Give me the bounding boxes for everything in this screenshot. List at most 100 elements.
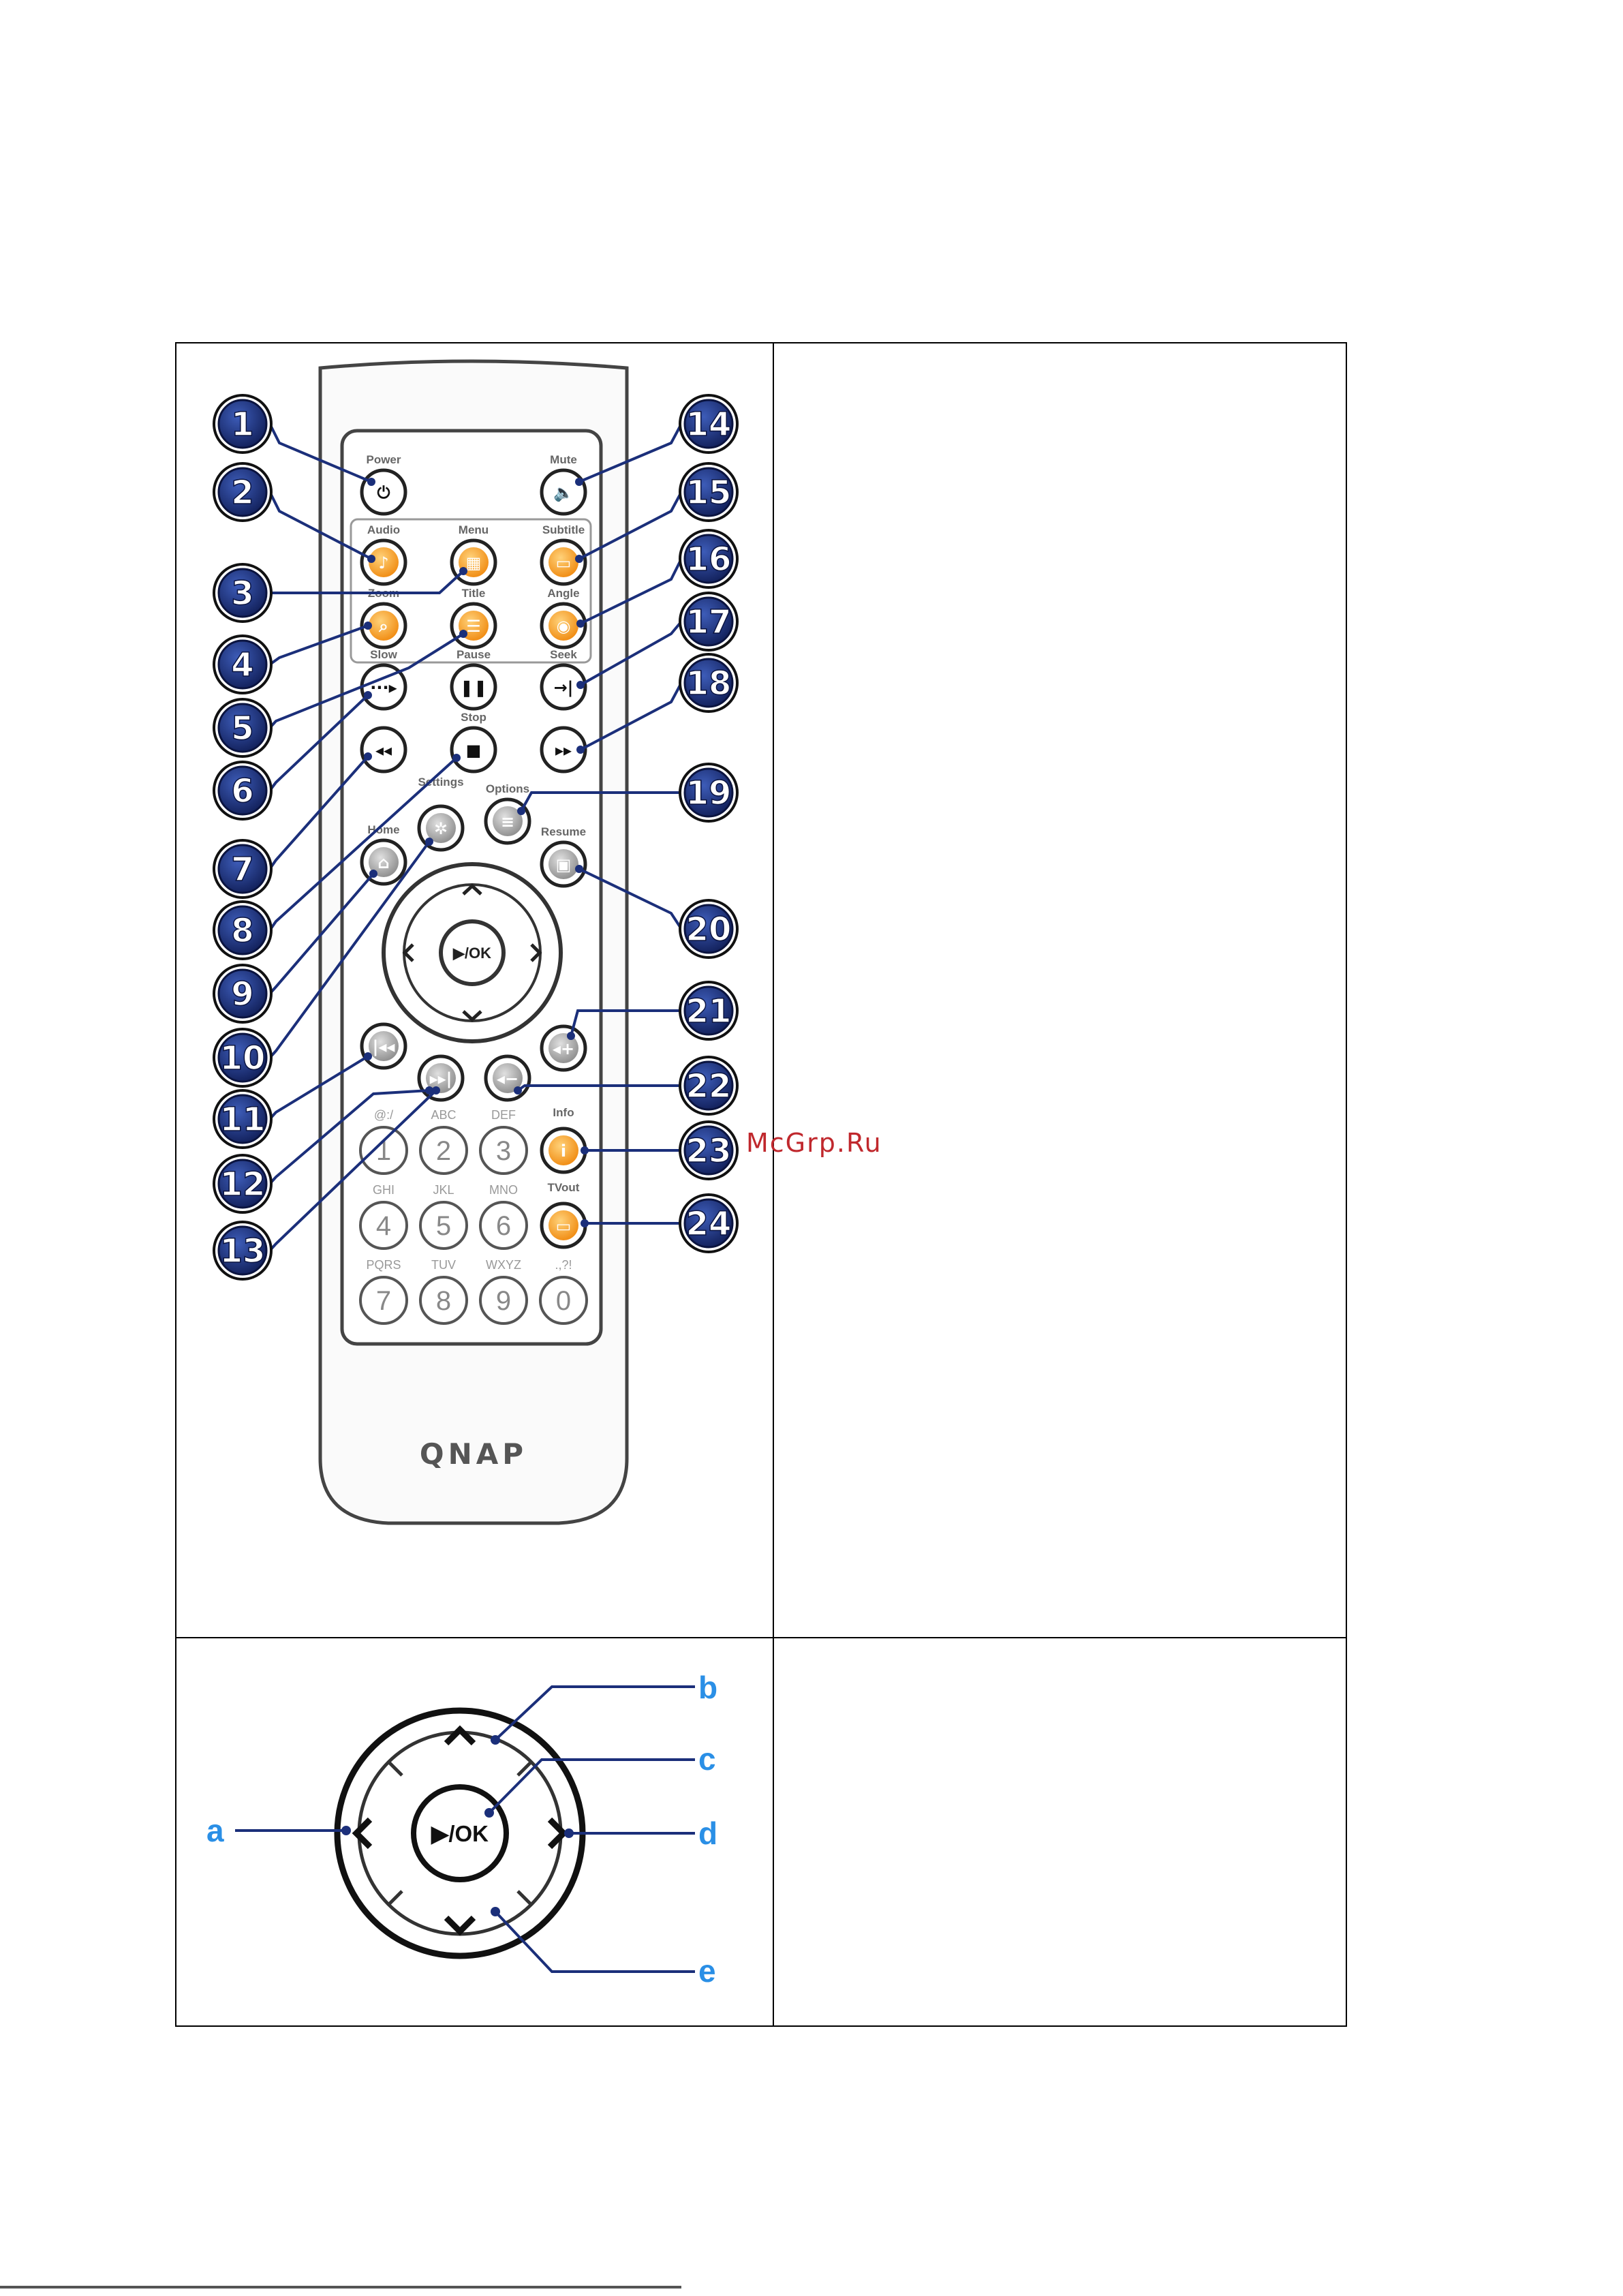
remote-down-icon: [462, 1010, 482, 1022]
dpad-ok-label: ▶/OK: [431, 1821, 489, 1846]
dpad-left-icon: [352, 1817, 373, 1850]
keypad-digit: 3: [496, 1136, 511, 1166]
seek-button[interactable]: →|: [540, 663, 587, 711]
callout-number: 13: [220, 1232, 266, 1270]
angle-button[interactable]: ◉: [540, 602, 587, 649]
callout-10: 10: [213, 1028, 273, 1088]
volume-up-icon: ◂+: [553, 1039, 574, 1058]
next-track-button[interactable]: ▸▸|: [417, 1054, 465, 1102]
label-settings: Settings: [418, 776, 463, 789]
title-button[interactable]: ☰: [450, 602, 497, 649]
options-icon: ≡: [501, 812, 514, 831]
cell-dpad-description: [773, 1637, 1347, 2027]
callout-23: 23: [679, 1120, 739, 1180]
keypad-key-1[interactable]: @:/1: [359, 1108, 408, 1175]
dpad-down-icon: [444, 1915, 476, 1936]
callout-number: 5: [231, 709, 253, 748]
callout-number: 20: [686, 910, 732, 949]
rewind-button[interactable]: ◂◂: [360, 726, 407, 774]
resume-icon: ▣: [556, 855, 572, 874]
keypad-letters: @:/: [374, 1108, 393, 1122]
dpad-letter-e: e: [698, 1953, 716, 1989]
subtitle-icon: ▭: [556, 553, 572, 572]
callout-number: 10: [220, 1039, 266, 1077]
remote-dpad: ▶/OK: [382, 862, 563, 1043]
callout-20: 20: [679, 899, 739, 959]
prev-track-button[interactable]: |◂◂: [360, 1022, 407, 1070]
subtitle-button[interactable]: ▭: [540, 538, 587, 586]
label-slow: Slow: [370, 648, 397, 661]
keypad-digit: 5: [436, 1211, 451, 1241]
keypad-digit: 6: [496, 1211, 511, 1241]
home-button[interactable]: ⌂: [360, 838, 407, 886]
fast-forward-button[interactable]: ▸▸: [540, 726, 587, 774]
label-power: Power: [366, 453, 401, 466]
remote-left-icon: [402, 943, 414, 962]
keypad-digit: 0: [556, 1286, 571, 1316]
keypad-key-5[interactable]: JKL 5: [419, 1183, 468, 1250]
callout-number: 8: [231, 912, 253, 950]
stop-button[interactable]: ■: [450, 726, 497, 774]
settings-button[interactable]: ✲: [417, 804, 465, 852]
callout-2: 2: [213, 462, 273, 522]
callout-6: 6: [213, 761, 273, 821]
power-button[interactable]: ⏻: [360, 468, 407, 516]
dpad-up-icon: [444, 1725, 476, 1746]
callout-number: 1: [231, 405, 253, 444]
callout-number: 11: [220, 1101, 266, 1139]
tvout-button[interactable]: ▭: [540, 1201, 587, 1249]
brand-logo: QNAP: [420, 1437, 527, 1471]
callout-number: 14: [686, 405, 732, 444]
callout-number: 6: [231, 772, 253, 810]
keypad-digit: 7: [376, 1286, 391, 1316]
callout-number: 12: [220, 1165, 266, 1204]
callout-21: 21: [679, 981, 739, 1041]
keypad-letters: .,?!: [555, 1258, 572, 1272]
keypad-letters: JKL: [433, 1183, 454, 1197]
callout-7: 7: [213, 839, 273, 899]
pause-button[interactable]: ❚❚: [450, 663, 497, 711]
zoom-button[interactable]: ⌕: [360, 602, 407, 649]
callout-9: 9: [213, 964, 273, 1024]
callout-number: 24: [686, 1205, 732, 1243]
next-track-icon: ▸▸|: [430, 1069, 452, 1088]
pause-icon: ❚❚: [460, 678, 487, 697]
callout-11: 11: [213, 1089, 273, 1149]
info-button[interactable]: i: [540, 1127, 587, 1174]
callout-number: 22: [686, 1067, 732, 1105]
label-tvout: TVout: [548, 1181, 580, 1194]
callout-number: 16: [686, 540, 732, 579]
audio-button[interactable]: ♪: [360, 538, 407, 586]
callout-number: 2: [231, 474, 253, 512]
mute-button[interactable]: 🔈: [540, 468, 587, 516]
callout-19: 19: [679, 763, 739, 823]
footer-rule: [0, 2286, 681, 2289]
info-icon: i: [561, 1142, 566, 1161]
remote-ok-label: ▶/OK: [452, 945, 491, 962]
keypad-letters: TUV: [431, 1258, 456, 1272]
label-menu: Menu: [459, 523, 489, 536]
keypad-digit: 4: [376, 1211, 391, 1241]
volume-down-button[interactable]: ◂−: [484, 1054, 531, 1102]
callout-number: 18: [686, 664, 732, 703]
label-stop: Stop: [461, 711, 486, 724]
slow-button[interactable]: ···▸: [360, 663, 407, 711]
keypad-key-0[interactable]: .,?! 0: [539, 1258, 588, 1325]
cell-remote-description: [773, 342, 1347, 1638]
volume-up-button[interactable]: ◂+: [540, 1024, 587, 1072]
label-pause: Pause: [457, 648, 491, 661]
dpad-right-icon: [547, 1817, 568, 1850]
callout-number: 23: [686, 1132, 732, 1170]
resume-button[interactable]: ▣: [540, 840, 587, 888]
callout-12: 12: [213, 1154, 273, 1214]
dpad-letter-a: a: [206, 1813, 224, 1848]
volume-down-icon: ◂−: [497, 1069, 519, 1088]
